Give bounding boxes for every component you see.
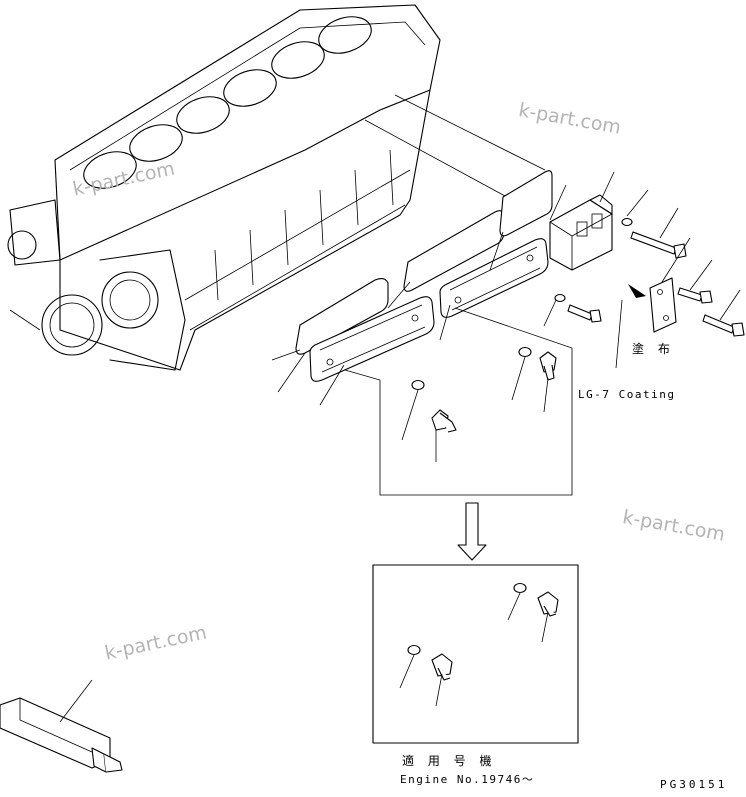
washer: [554, 293, 566, 303]
cover-plate: [649, 277, 677, 333]
coating-label-en: LG-7 Coating: [578, 388, 676, 401]
long-bolt-lower-a: [677, 287, 713, 304]
long-bolt-upper: [630, 231, 687, 259]
long-bolt-lower-b: [702, 314, 745, 337]
applicability-label-jp: 適 用 号 機: [402, 754, 497, 768]
side-cover-front: [309, 296, 435, 382]
side-cover-rear: [439, 238, 549, 318]
down-arrow-icon: [457, 502, 487, 561]
drawing-code: PG30151: [660, 778, 728, 791]
breather-housing: [549, 194, 613, 271]
short-bolt: [567, 304, 602, 323]
coating-arrow-icon: [628, 284, 646, 298]
washer: [621, 217, 633, 227]
cylinder-block: [7, 4, 553, 371]
engine-serial-label: Engine No.19746～: [400, 773, 535, 786]
washer-bolt-set-1: [344, 307, 573, 496]
tool-drawing: [0, 679, 123, 773]
detail-box: [372, 564, 579, 744]
coating-label-jp: 塗 布: [632, 342, 675, 356]
